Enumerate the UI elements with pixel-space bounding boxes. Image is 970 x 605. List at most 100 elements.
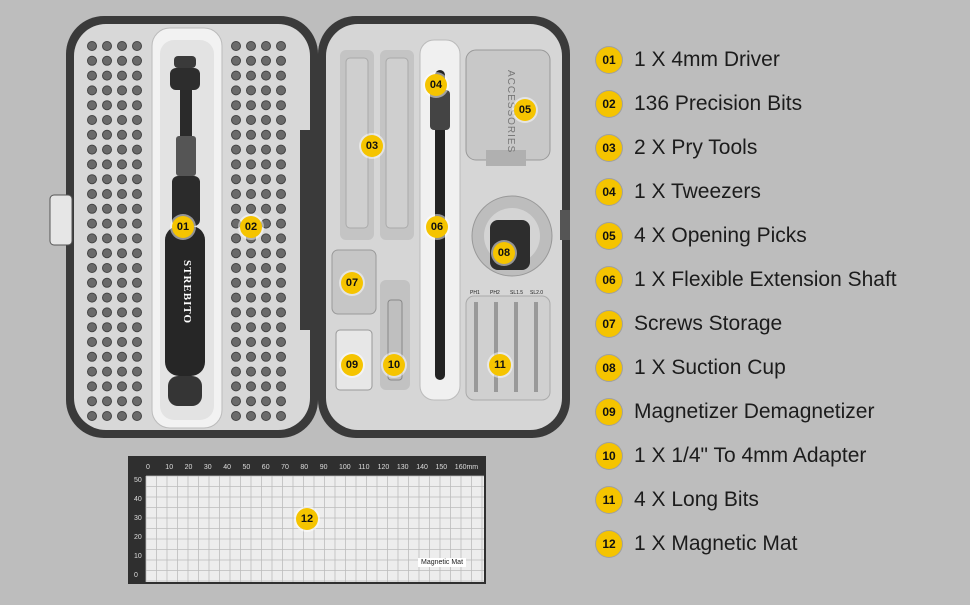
precision-bit: [276, 203, 286, 214]
precision-bit: [231, 366, 241, 377]
precision-bit: [132, 381, 142, 392]
precision-bit: [276, 129, 286, 140]
precision-bit: [261, 85, 271, 96]
precision-bit: [87, 85, 97, 96]
precision-bit: [102, 381, 112, 392]
precision-bit: [102, 55, 112, 66]
precision-bit: [87, 233, 97, 244]
precision-bit: [231, 337, 241, 347]
precision-bit: [117, 159, 127, 170]
legend-text: 1 X Flexible Extension Shaft: [634, 268, 897, 291]
precision-bit: [117, 366, 127, 377]
photo-badge-04: 04: [425, 74, 447, 96]
precision-bit: [87, 174, 97, 185]
legend-text: 1 X 1/4" To 4mm Adapter: [634, 444, 867, 467]
precision-bit: [246, 351, 256, 362]
precision-bit: [276, 218, 286, 229]
precision-bit: [231, 203, 241, 214]
precision-bit: [102, 189, 112, 199]
precision-bit: [276, 41, 286, 51]
legend-text: 1 X Suction Cup: [634, 356, 786, 379]
precision-bit: [87, 366, 97, 377]
precision-bit: [117, 85, 127, 96]
precision-bit: [231, 411, 241, 421]
precision-bit: [117, 70, 127, 81]
precision-bit: [276, 322, 286, 333]
legend-badge: 08: [596, 355, 622, 381]
precision-bit: [117, 411, 127, 421]
legend-badge: 06: [596, 267, 622, 293]
precision-bit: [117, 263, 127, 273]
ruler-tick-label: 70: [281, 464, 289, 471]
precision-bit: [231, 322, 241, 333]
precision-bit: [261, 277, 271, 288]
precision-bit: [102, 203, 112, 214]
legend-badge: 04: [596, 179, 622, 205]
precision-bit: [261, 41, 271, 51]
precision-bit: [276, 366, 286, 377]
precision-bit: [117, 396, 127, 407]
precision-bit: [261, 189, 271, 199]
precision-bit: [276, 248, 286, 259]
legend-text: Magnetizer Demagnetizer: [634, 400, 875, 423]
ruler-tick-label: 120: [377, 464, 390, 471]
precision-bit: [261, 203, 271, 214]
precision-bit: [231, 144, 241, 155]
ruler-tick-label: 50: [242, 464, 251, 471]
ruler-tick-label: 80: [300, 464, 309, 471]
precision-bit: [102, 218, 112, 229]
ruler-tick-label: 150: [435, 464, 448, 471]
precision-bit: [246, 411, 256, 421]
precision-bit: [132, 159, 142, 170]
precision-bit: [246, 307, 256, 318]
ruler-tick-label: 10: [134, 553, 142, 560]
precision-bit: [231, 41, 241, 51]
precision-bit: [102, 292, 112, 303]
precision-bit: [276, 85, 286, 96]
legend-text: 1 X Magnetic Mat: [634, 532, 798, 555]
precision-bit: [102, 85, 112, 96]
precision-bit: [261, 263, 271, 273]
precision-bit: [102, 129, 112, 140]
ruler-tick-label: 30: [134, 515, 142, 522]
precision-bit: [276, 277, 286, 288]
precision-bit: [87, 70, 97, 81]
precision-bit: [132, 322, 142, 333]
precision-bit: [102, 411, 112, 421]
ruler-tick-label: 30: [203, 464, 212, 471]
precision-bit: [261, 351, 271, 362]
precision-bit: [117, 218, 127, 229]
precision-bit: [276, 263, 286, 273]
precision-bit: [87, 115, 97, 125]
legend-item-04: 04 1 X Tweezers: [596, 176, 761, 208]
photo-badge-03: 03: [361, 135, 383, 157]
precision-bit: [87, 307, 97, 318]
precision-bit: [246, 85, 256, 96]
precision-bit: [261, 115, 271, 125]
precision-bit: [261, 100, 271, 111]
legend-item-06: 06 1 X Flexible Extension Shaft: [596, 264, 897, 296]
precision-bit: [102, 307, 112, 318]
precision-bit: [261, 218, 271, 229]
precision-bit: [246, 248, 256, 259]
legend-badge: 05: [596, 223, 622, 249]
precision-bit: [132, 292, 142, 303]
ruler-tick-label: 40: [223, 464, 231, 471]
precision-bit: [102, 366, 112, 377]
precision-bit: [87, 381, 97, 392]
precision-bit: [132, 70, 142, 81]
precision-bit: [87, 351, 97, 362]
legend-badge: 03: [596, 135, 622, 161]
driver-brand: STREBITO: [181, 260, 193, 325]
precision-bit: [276, 189, 286, 199]
precision-bit: [117, 233, 127, 244]
precision-bit: [231, 351, 241, 362]
bit-grid-right: [231, 41, 286, 421]
precision-bit: [276, 233, 286, 244]
precision-bit: [231, 129, 241, 140]
precision-bit: [102, 144, 112, 155]
legend-badge: 07: [596, 311, 622, 337]
legend-item-07: 07 Screws Storage: [596, 308, 782, 340]
photo-badge-06: 06: [426, 216, 448, 238]
